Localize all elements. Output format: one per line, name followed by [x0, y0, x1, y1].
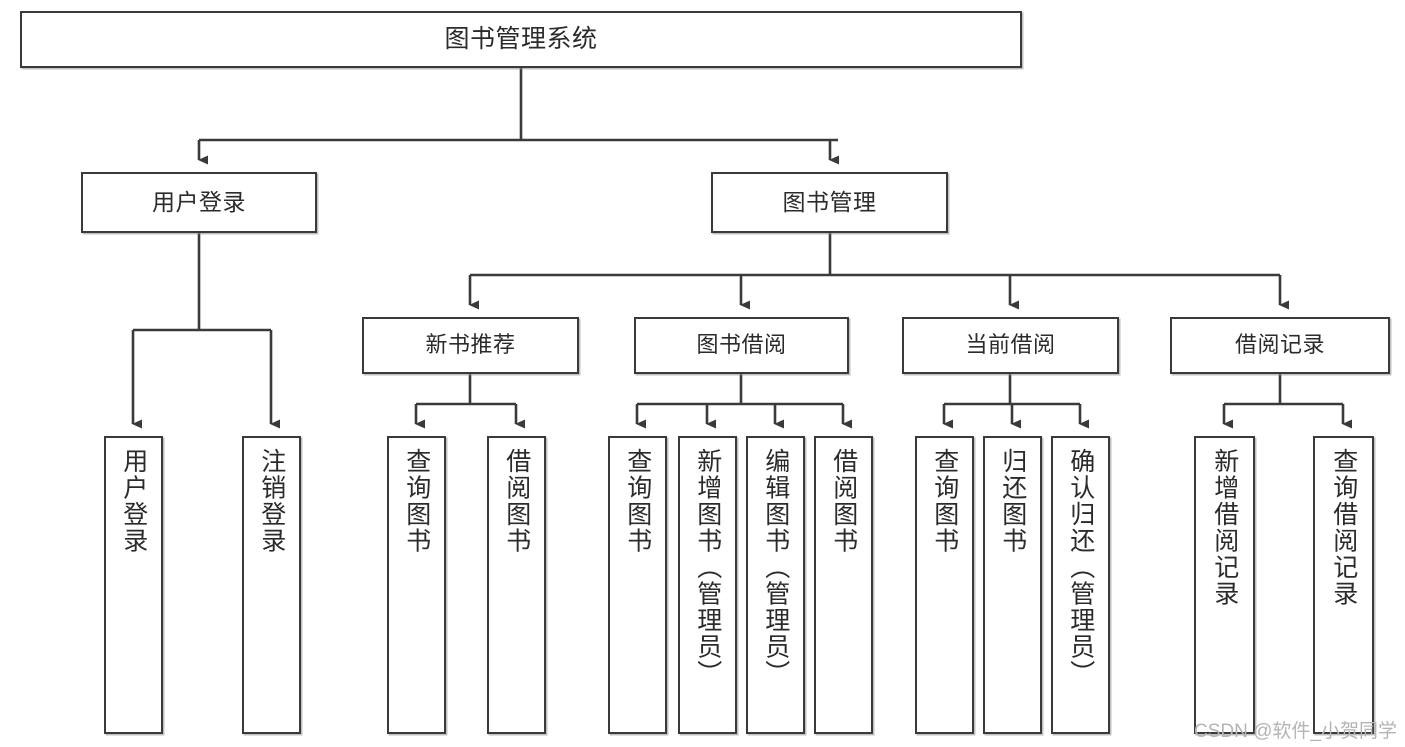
- node-book-manage-label: 图书管理: [782, 189, 877, 216]
- node-leaf-query-book-bb[interactable]: 查询图书: [608, 436, 667, 734]
- node-leaf-confirm-return[interactable]: 确认归还（管理员）: [1051, 436, 1110, 734]
- node-leaf-add-book-label: 新增图书（管理员）: [693, 448, 722, 687]
- node-leaf-borrow-book-rec-label: 借阅图书: [502, 448, 531, 554]
- node-leaf-borrow-book-bb-label: 借阅图书: [829, 448, 858, 554]
- node-leaf-user-login-label: 用户登录: [119, 448, 148, 554]
- node-borrow-record-label: 借阅记录: [1234, 332, 1325, 358]
- node-user-login-label: 用户登录: [152, 189, 246, 216]
- node-leaf-borrow-book-bb[interactable]: 借阅图书: [814, 436, 873, 734]
- node-new-book-rec[interactable]: 新书推荐: [362, 317, 579, 374]
- node-leaf-add-record[interactable]: 新增借阅记录: [1194, 436, 1255, 734]
- node-leaf-query-record[interactable]: 查询借阅记录: [1313, 436, 1374, 734]
- node-leaf-query-book-rec-label: 查询图书: [402, 448, 431, 554]
- node-leaf-query-book-cb[interactable]: 查询图书: [915, 436, 974, 734]
- node-leaf-query-book-cb-label: 查询图书: [930, 448, 959, 554]
- node-current-borrow[interactable]: 当前借阅: [902, 317, 1119, 374]
- node-leaf-add-record-label: 新增借阅记录: [1210, 448, 1239, 607]
- node-leaf-user-logout-label: 注销登录: [257, 448, 286, 554]
- node-leaf-user-login[interactable]: 用户登录: [104, 436, 163, 734]
- node-leaf-query-book-bb-label: 查询图书: [623, 448, 652, 554]
- node-root[interactable]: 图书管理系统: [20, 11, 1022, 68]
- node-leaf-add-book[interactable]: 新增图书（管理员）: [678, 436, 737, 734]
- node-new-book-rec-label: 新书推荐: [425, 332, 516, 358]
- node-root-label: 图书管理系统: [444, 25, 598, 54]
- node-current-borrow-label: 当前借阅: [965, 332, 1056, 358]
- node-book-borrow[interactable]: 图书借阅: [634, 317, 849, 374]
- node-leaf-edit-book-label: 编辑图书（管理员）: [761, 448, 790, 687]
- node-leaf-edit-book[interactable]: 编辑图书（管理员）: [746, 436, 805, 734]
- node-leaf-confirm-return-label: 确认归还（管理员）: [1066, 448, 1095, 687]
- node-user-login[interactable]: 用户登录: [81, 172, 317, 233]
- node-leaf-borrow-book-rec[interactable]: 借阅图书: [487, 436, 546, 734]
- node-leaf-query-record-label: 查询借阅记录: [1329, 448, 1358, 607]
- node-book-borrow-label: 图书借阅: [696, 332, 787, 358]
- node-leaf-query-book-rec[interactable]: 查询图书: [387, 436, 446, 734]
- node-leaf-return-book[interactable]: 归还图书: [983, 436, 1042, 734]
- node-borrow-record[interactable]: 借阅记录: [1170, 317, 1390, 374]
- node-book-manage[interactable]: 图书管理: [711, 172, 948, 233]
- node-leaf-user-logout[interactable]: 注销登录: [242, 436, 301, 734]
- csdn-watermark: CSDN @软件_小贺同学: [1194, 721, 1397, 742]
- node-leaf-return-book-label: 归还图书: [998, 448, 1027, 554]
